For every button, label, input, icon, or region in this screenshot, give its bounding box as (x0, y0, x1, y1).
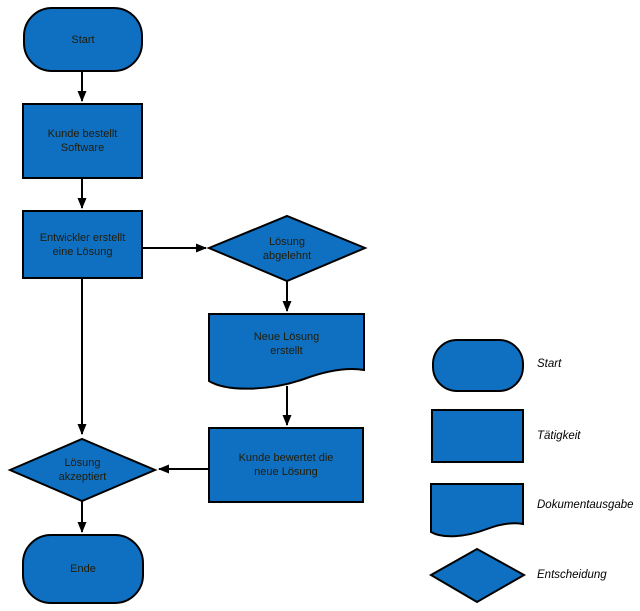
document-neue-loesung-shape (208, 313, 365, 390)
task-bestellt-shape (22, 103, 143, 179)
legend-task-label: Tätigkeit (537, 430, 581, 442)
flow-shapes (7, 7, 368, 604)
legend-start-label: Start (537, 358, 562, 370)
legend-task-shape (431, 409, 524, 463)
decision-akzeptiert-shape (7, 437, 158, 503)
flow-arrows (77, 72, 292, 533)
legend-decision-shape (428, 547, 527, 604)
legend-document-shape (430, 483, 524, 538)
task-bewertet-shape (208, 427, 364, 503)
legend-shapes (428, 339, 527, 604)
legend-start-shape (432, 339, 524, 392)
decision-abgelehnt-shape (206, 214, 368, 283)
start-node-shape (23, 7, 143, 72)
legend-decision-label: Entscheidung (537, 569, 607, 581)
task-entwickelt-shape (22, 210, 143, 279)
legend-document-label: Dokumentausgabe (537, 499, 634, 511)
end-node-shape (22, 534, 144, 604)
